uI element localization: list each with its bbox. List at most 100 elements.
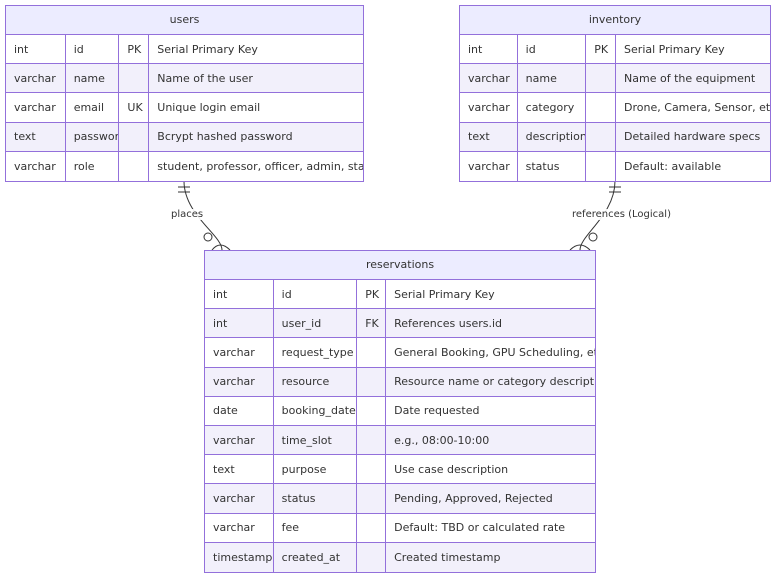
attribute-key: UK [119,93,150,122]
attribute-key [357,542,387,572]
attribute-type: date [205,396,274,425]
attribute-key: PK [357,280,387,309]
attribute-key [119,122,150,151]
attribute-name: description [518,122,587,151]
inventory-reservations-relationship [569,180,621,251]
attribute-key: PK [586,35,617,64]
attribute-type: text [205,455,274,484]
attribute-type: int [460,35,518,64]
attribute-key: FK [357,309,387,338]
attribute-comment: Serial Primary Key [624,42,725,56]
attribute-key [357,484,387,513]
attribute-comment: Pending, Approved, Rejected [394,491,553,505]
attribute-key [586,151,617,181]
attribute-key [357,455,387,484]
attribute-type: varchar [6,64,66,93]
attribute-key [357,396,387,425]
attribute-comment: References users.id [394,316,503,330]
attribute-type: int [6,35,66,64]
attribute-key [586,122,617,151]
attribute-name: name [518,64,587,93]
attribute-name: name [66,64,120,93]
users-reservations-relationship [178,180,231,251]
attribute-type: varchar [6,151,66,181]
attribute-comment: Date requested [394,404,480,418]
attribute-type: text [6,122,66,151]
attribute-type: int [205,309,274,338]
attribute-name: time_slot [274,425,358,455]
attribute-name: status [274,484,358,513]
attribute-name: role [66,151,120,181]
attribute-key [586,93,617,122]
attribute-comment: Name of the equipment [624,71,756,85]
attribute-comment: e.g., 08:00-10:00 [394,433,490,447]
relationship-label-places: places [170,209,205,220]
attribute-comment: Default: TBD or calculated rate [394,521,566,535]
attribute-name: resource [274,367,358,396]
attribute-comment: student, professor, officer, admin, staf… [157,159,363,173]
attribute-name: fee [274,513,358,542]
attribute-key [357,513,387,542]
attribute-type: varchar [205,367,274,396]
attribute-key [119,64,150,93]
attribute-comment: General Booking, GPU Scheduling, etc. [394,345,595,359]
users-attribute-row: textpassword Bcrypt hashed password [6,122,363,152]
attribute-name: category [518,93,587,122]
attribute-name: status [518,151,587,181]
attribute-key [357,425,387,455]
attribute-type: int [205,280,274,309]
attribute-name: password [66,122,120,151]
attribute-type: varchar [205,425,274,455]
attribute-comment: Drone, Camera, Sensor, etc. [624,100,770,114]
attribute-name: user_id [274,309,358,338]
attribute-name: id [274,280,358,309]
attribute-comment: Bcrypt hashed password [157,130,293,144]
attribute-name: email [66,93,120,122]
attribute-name: created_at [274,542,358,572]
attribute-name: purpose [274,455,358,484]
attribute-name: request_type [274,338,358,367]
attribute-comment: Serial Primary Key [157,42,258,56]
attribute-type: varchar [460,64,518,93]
attribute-type: varchar [6,93,66,122]
reservations-entity-title: reservations [205,251,595,280]
attribute-comment: Created timestamp [394,550,501,564]
attribute-type: varchar [205,338,274,367]
attribute-comment: Use case description [394,462,509,476]
attribute-name: id [518,35,587,64]
relationship-label-references: references (Logical) [571,209,672,220]
attribute-type: timestamp [205,542,274,572]
inventory-entity-title: inventory [460,6,770,35]
attribute-comment: Default: available [624,159,722,173]
attribute-key [119,151,150,181]
attribute-comment: Name of the user [157,71,253,85]
attribute-comment: Detailed hardware specs [624,130,761,144]
attribute-key [586,64,617,93]
attribute-type: text [460,122,518,151]
attribute-comment: Resource name or category description [394,375,595,389]
attribute-type: varchar [460,151,518,181]
attribute-key [357,367,387,396]
users-entity-title: users [6,6,363,35]
attribute-comment: Unique login email [157,100,261,114]
